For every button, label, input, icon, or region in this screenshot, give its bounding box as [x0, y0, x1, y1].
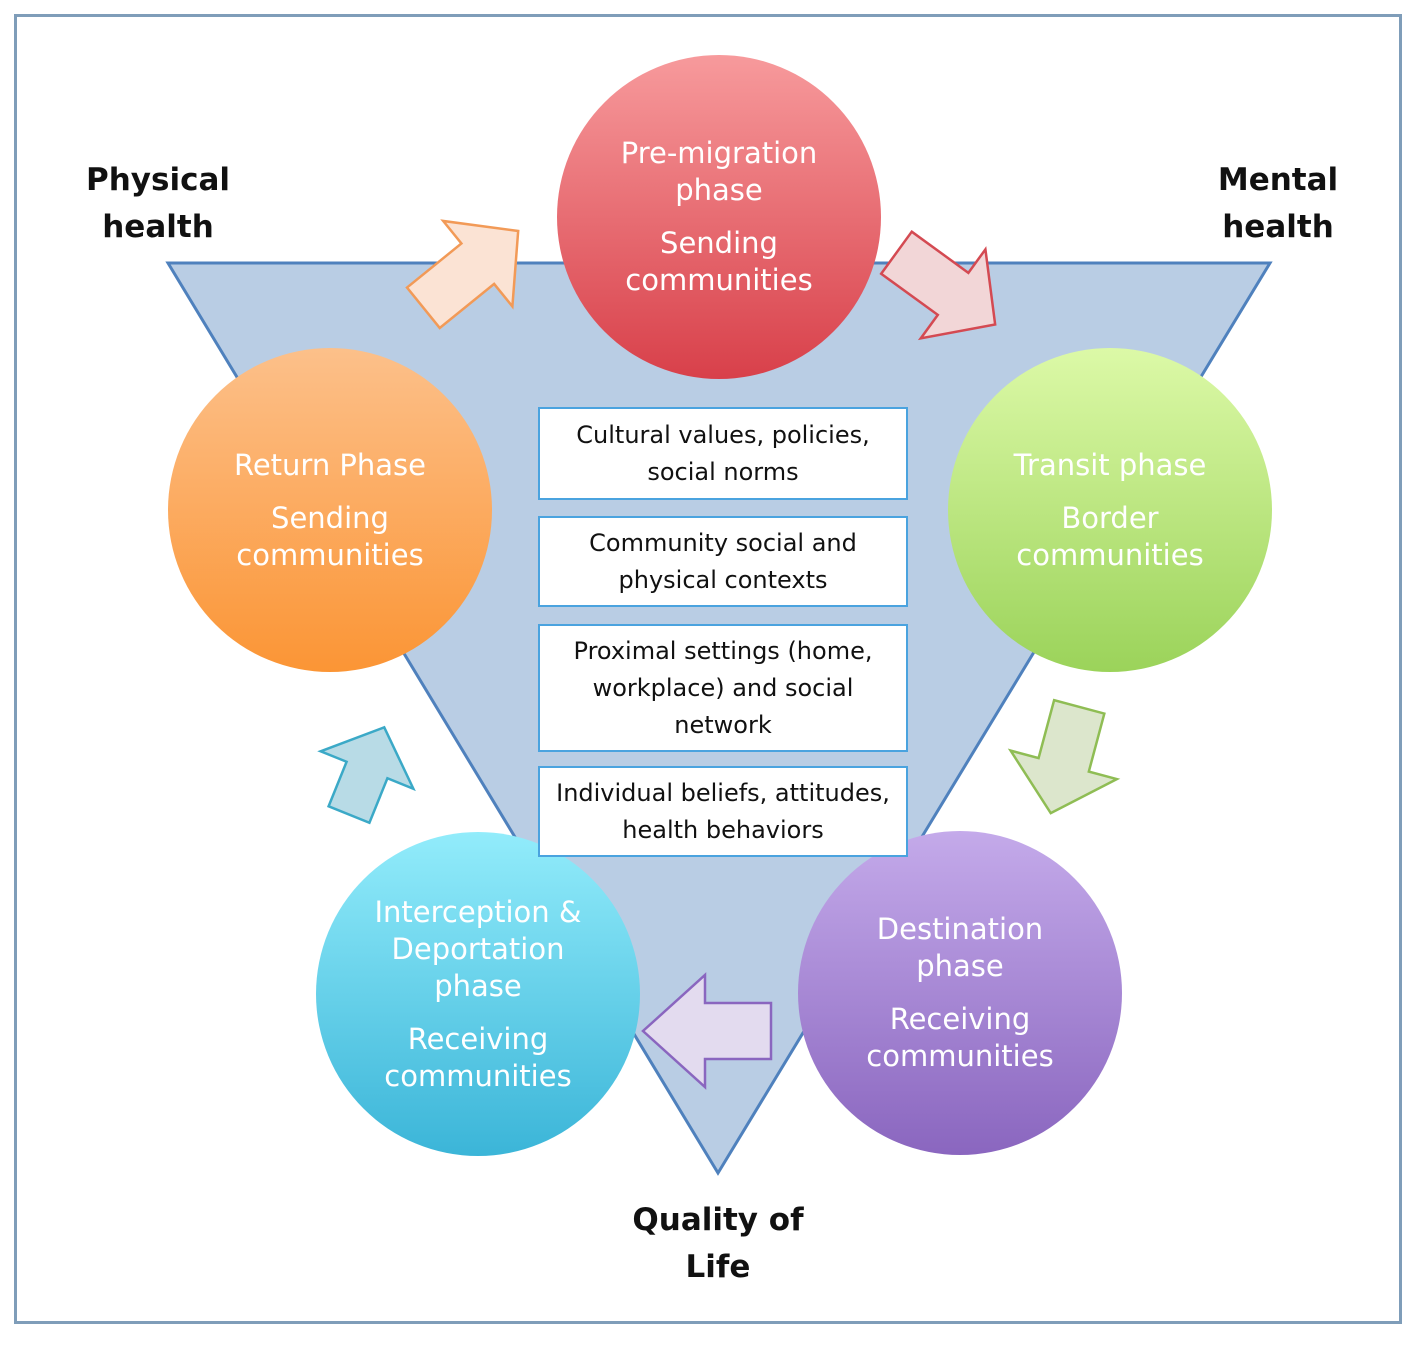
- phase-destination-community-1: Receiving: [889, 1002, 1031, 1036]
- layer-cultural-line1: Cultural values, policies,: [576, 420, 870, 449]
- phase-transit-title-1: Transit phase: [1013, 447, 1207, 482]
- layer-individual-line1: Individual beliefs, attitudes,: [556, 778, 890, 807]
- layer-cultural-line2: social norms: [647, 457, 799, 486]
- phase-return-title-1: Return Phase: [233, 447, 427, 482]
- outcome-quality-line1: Quality of: [632, 1202, 804, 1238]
- phase-pre-migration-community-2: communities: [625, 263, 813, 297]
- phase-pre-migration-title-1: Pre-migration: [620, 136, 818, 170]
- outcome-physical-health: Physical health: [28, 157, 288, 251]
- phase-transit: Transit phase Border communities: [948, 348, 1272, 672]
- phase-return: Return Phase Sending communities: [168, 348, 492, 672]
- circle-pre-migration: [557, 55, 881, 379]
- outcome-mental-line1: Mental: [1217, 162, 1339, 198]
- outcome-mental-line2: health: [1222, 209, 1334, 245]
- circle-interception: [316, 832, 640, 1156]
- phase-destination-title-1: Destination: [876, 912, 1044, 946]
- phase-interception-title-1: Interception &: [374, 894, 582, 929]
- layer-community-line1: Community social and: [589, 528, 857, 557]
- layer-proximal: Proximal settings (home, workplace) and …: [538, 624, 908, 752]
- phase-transit-community-2: communities: [1016, 537, 1204, 572]
- phase-interception-title-3: phase: [434, 968, 522, 1003]
- circle-return: [168, 348, 492, 672]
- layer-cultural: Cultural values, policies, social norms: [538, 407, 908, 500]
- outcome-quality-of-life: Quality of Life: [588, 1197, 848, 1291]
- phase-destination-title-2: phase: [916, 949, 1004, 983]
- layer-proximal-line3: network: [674, 710, 772, 739]
- layer-community: Community social and physical contexts: [538, 516, 908, 607]
- outcome-physical-line2: health: [102, 209, 214, 245]
- phase-transit-community-1: Border: [1061, 500, 1159, 535]
- arrow-transit-to-destination: [1007, 698, 1121, 815]
- phase-destination-community-2: communities: [866, 1039, 1054, 1073]
- phase-pre-migration: Pre-migration phase Sending communities: [557, 55, 881, 379]
- layer-individual: Individual beliefs, attitudes, health be…: [538, 766, 908, 857]
- arrow-interception-to-return: [317, 725, 416, 825]
- layer-proximal-line1: Proximal settings (home,: [573, 636, 873, 665]
- layer-individual-line2: health behaviors: [622, 815, 824, 844]
- layer-proximal-line2: workplace) and social: [592, 673, 854, 702]
- phase-pre-migration-community-1: Sending: [660, 226, 778, 260]
- outcome-physical-line1: Physical: [86, 162, 230, 198]
- outcome-mental-health: Mental health: [1148, 157, 1408, 251]
- circle-transit: [948, 348, 1272, 672]
- phase-interception-title-2: Deportation: [391, 931, 565, 966]
- phase-return-community-2: communities: [236, 537, 424, 572]
- outcome-quality-line2: Life: [685, 1249, 751, 1285]
- circle-destination: [798, 831, 1122, 1155]
- phase-destination: Destination phase Receiving communities: [798, 831, 1122, 1155]
- arrow-destination-to-interception: [641, 972, 773, 1090]
- arrow-return-to-pre-migration: [405, 219, 520, 330]
- arrow-pre-migration-to-transit: [879, 229, 997, 341]
- phase-interception: Interception & Deportation phase Receivi…: [316, 832, 640, 1156]
- phase-pre-migration-title-2: phase: [675, 173, 763, 207]
- phase-return-community-1: Sending: [271, 500, 389, 535]
- layer-community-line2: physical contexts: [618, 565, 828, 594]
- phase-interception-community-1: Receiving: [407, 1021, 549, 1056]
- phase-interception-community-2: communities: [384, 1058, 572, 1093]
